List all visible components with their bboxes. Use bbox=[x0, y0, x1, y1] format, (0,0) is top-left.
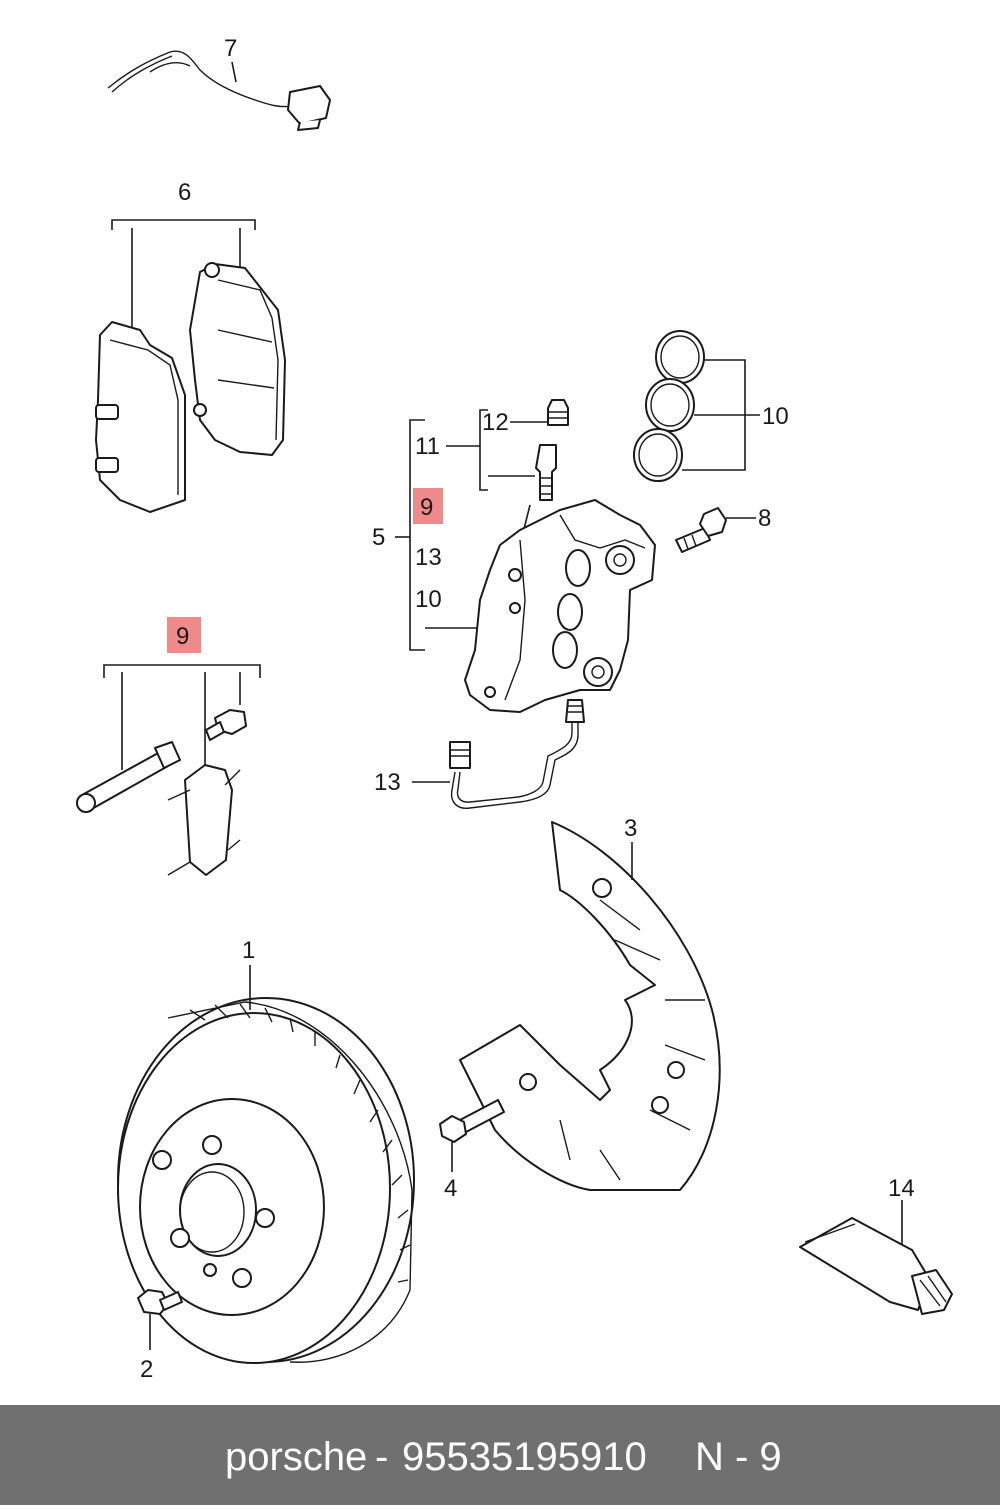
splash-shield-icon bbox=[459, 821, 721, 1191]
callout-11: 11 bbox=[415, 433, 440, 460]
highlight-9-caliper bbox=[413, 488, 443, 524]
dust-cap-icon bbox=[547, 399, 569, 426]
callout-4: 4 bbox=[444, 1175, 457, 1202]
callout-7: 7 bbox=[224, 35, 237, 62]
wear-sensor-icon bbox=[107, 50, 331, 131]
callout-14: 14 bbox=[888, 1175, 915, 1202]
brake-caliper-icon bbox=[464, 499, 656, 713]
seal-ring-icon bbox=[633, 330, 705, 482]
callout-1: 1 bbox=[242, 937, 255, 964]
callout-13-line: 13 bbox=[374, 769, 401, 796]
grease-tube-icon bbox=[799, 1217, 953, 1315]
brake-line-icon bbox=[449, 699, 585, 809]
highlight-9-kit bbox=[167, 617, 201, 653]
bracket-5 bbox=[409, 419, 425, 651]
bleeder-valve-icon bbox=[535, 444, 557, 501]
caption-bar: porsche - 95535195910 N - 9 bbox=[0, 1405, 1000, 1505]
callout-2: 2 bbox=[140, 1356, 153, 1383]
callout-9-caliper: 9 bbox=[420, 494, 433, 521]
brake-pad-icon bbox=[95, 262, 286, 513]
parts-diagram: 7 6 10 5 11 9 13 10 12 bbox=[76, 35, 953, 1383]
bracket-11 bbox=[479, 409, 488, 491]
callout-6: 6 bbox=[178, 179, 191, 206]
position-label: N - 9 bbox=[695, 1435, 782, 1479]
pad-retainer-kit-icon bbox=[76, 709, 247, 876]
callout-10-left: 10 bbox=[415, 586, 442, 613]
callout-3: 3 bbox=[624, 815, 637, 842]
callout-13-left: 13 bbox=[415, 544, 442, 571]
callout-10-right: 10 bbox=[762, 403, 789, 430]
callout-5: 5 bbox=[372, 524, 385, 551]
bracket-9 bbox=[103, 664, 261, 678]
bolt-icon bbox=[439, 1099, 505, 1143]
callout-8: 8 bbox=[758, 505, 771, 532]
bracket-6 bbox=[111, 219, 256, 230]
separator-label: - bbox=[375, 1435, 388, 1479]
brand-label: porsche bbox=[225, 1435, 367, 1479]
leader-7 bbox=[231, 61, 237, 83]
callout-12: 12 bbox=[482, 409, 509, 436]
screw-icon bbox=[137, 1289, 183, 1315]
bolt-icon bbox=[675, 507, 727, 553]
part-number: 95535195910 bbox=[402, 1435, 647, 1479]
brake-disc-icon bbox=[117, 997, 415, 1364]
callout-9-kit: 9 bbox=[176, 623, 189, 650]
